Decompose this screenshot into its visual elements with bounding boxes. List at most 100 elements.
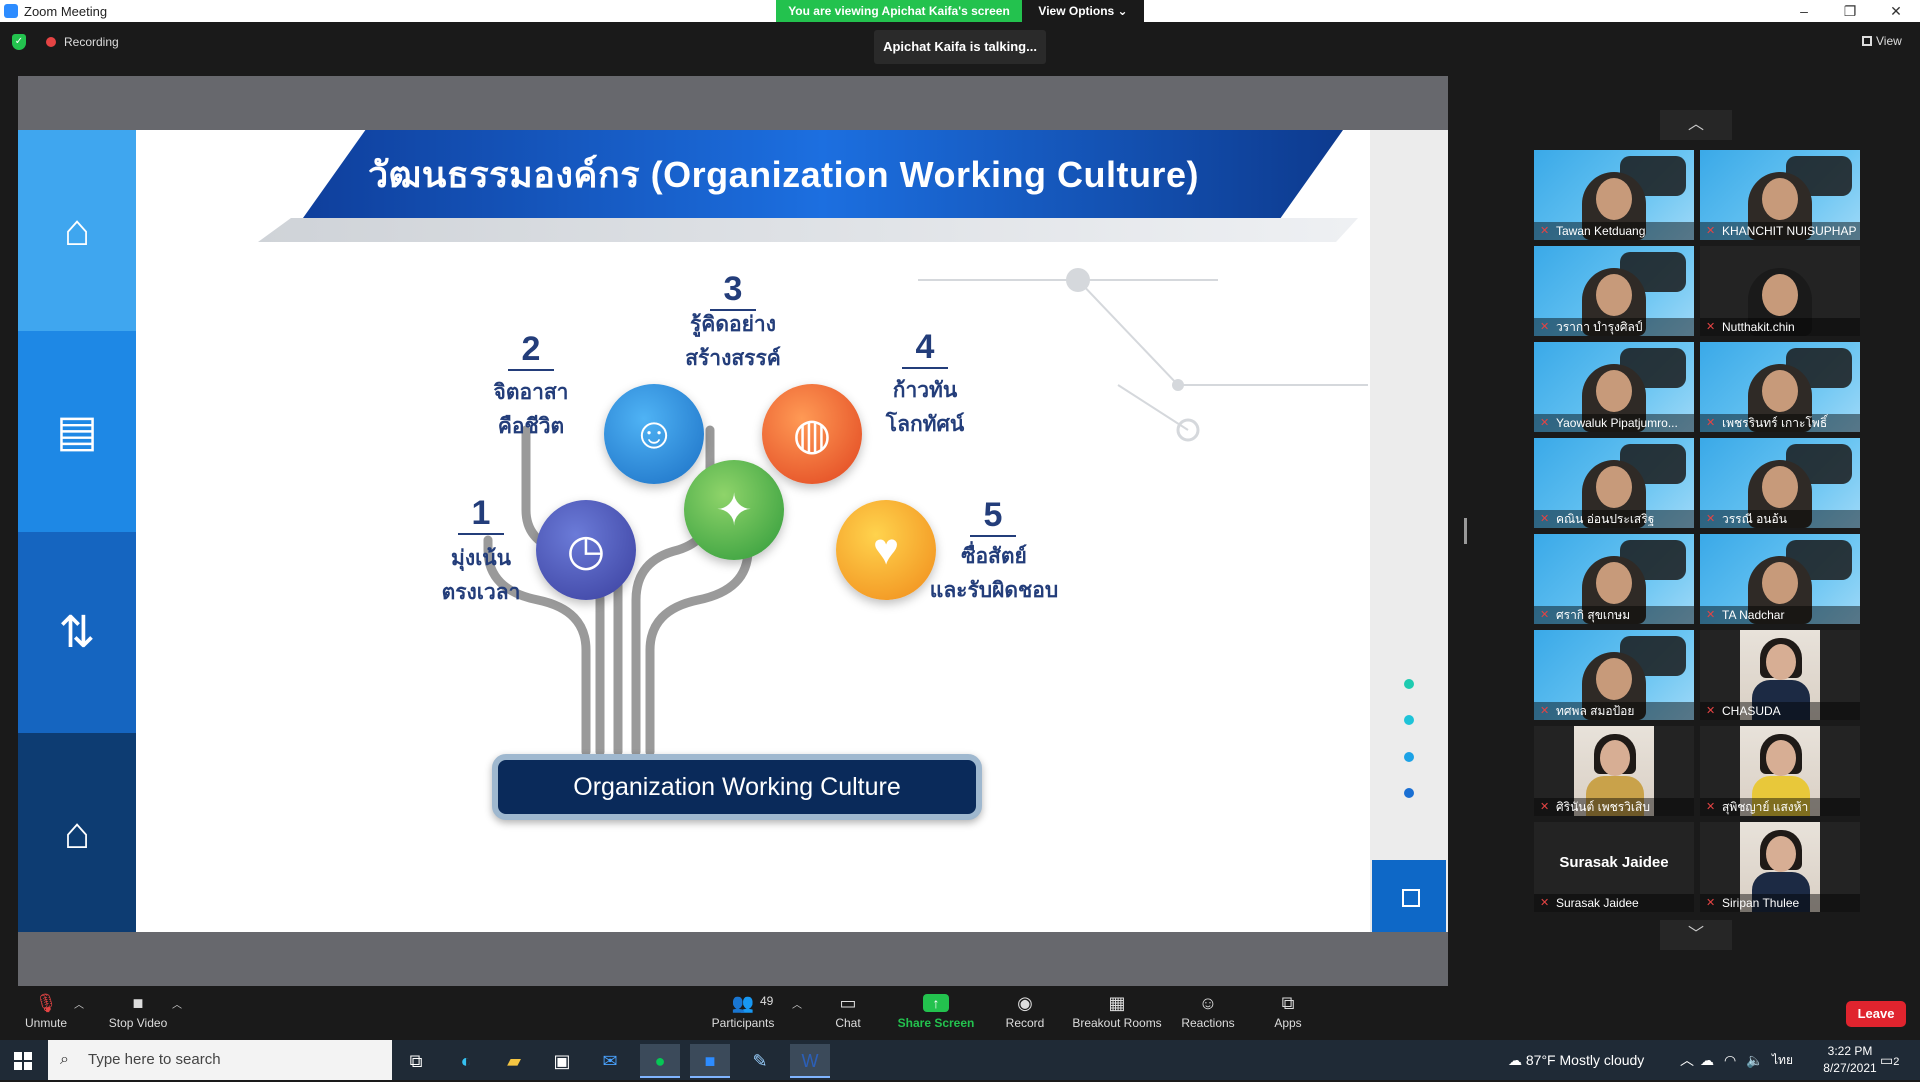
participant-tile[interactable]: Siripan Thulee✕	[1700, 822, 1860, 912]
panel-resize-handle[interactable]	[1464, 518, 1467, 544]
participants-button[interactable]: 👥Participants	[706, 986, 780, 1040]
notepad-icon[interactable]: ✎	[752, 1051, 768, 1071]
item-1-number: 1	[458, 494, 504, 535]
mic-muted-icon: ✕	[1540, 225, 1550, 237]
item-3-line2: สร้างสรรค์	[685, 347, 781, 370]
house-icon: ⌂	[63, 808, 91, 858]
share-screen-label: Share Screen	[897, 1016, 975, 1030]
participant-face	[1596, 562, 1632, 604]
notification-center-icon[interactable]: ▭2	[1880, 1052, 1900, 1068]
participants-icon: 👥	[731, 993, 755, 1013]
taskbar-search-box[interactable]: ⌕Type here to search	[48, 1040, 392, 1080]
onedrive-icon[interactable]: ☁	[1700, 1052, 1714, 1068]
record-button[interactable]: ◉Record	[998, 986, 1052, 1040]
mail-icon[interactable]: ✉	[602, 1051, 618, 1071]
audio-options-caret-icon[interactable]: ︿	[74, 1000, 84, 1011]
participants-caret-icon[interactable]: ︿	[792, 1000, 802, 1011]
minimize-button[interactable]: –	[1800, 3, 1808, 19]
chat-button[interactable]: ▭Chat	[826, 986, 870, 1040]
participant-tile[interactable]: ศรากิ สุขเกษม✕	[1534, 534, 1694, 624]
mic-muted-icon: ✕	[1540, 705, 1550, 717]
zoom-taskbar-icon[interactable]: ■	[690, 1044, 730, 1078]
tile-background	[1534, 822, 1694, 912]
participant-name: เพชรรินทร์ เกาะโพธิ์	[1722, 416, 1828, 430]
growth-icon: ⇅	[58, 608, 96, 657]
stop-video-label: Stop Video	[108, 1016, 168, 1030]
participant-name: Yaowaluk Pipatjumro...	[1556, 416, 1678, 430]
item-3-caption: รู้คิดอย่างสร้างสรรค์	[672, 308, 794, 376]
participant-tile[interactable]: TA Nadchar✕	[1700, 534, 1860, 624]
tray-overflow-icon[interactable]: ︿	[1680, 1052, 1694, 1068]
share-screen-button[interactable]: ↑ Share Screen	[896, 986, 976, 1040]
share-screen-icon: ↑	[923, 994, 949, 1012]
participant-tile[interactable]: Tawan Ketduang✕	[1534, 150, 1694, 240]
line-app-icon[interactable]: ●	[640, 1044, 680, 1078]
store-icon[interactable]: ▣	[553, 1051, 571, 1071]
grid-view-icon	[1862, 36, 1872, 46]
participant-name: คณิน อ่อนประเสริฐ	[1556, 512, 1655, 526]
stop-video-button[interactable]: ■Stop Video	[100, 986, 176, 1040]
participant-name-label: วรรณี อนอ้น	[1700, 510, 1860, 528]
participant-tile[interactable]: KHANCHIT NUISUPHAP✕	[1700, 150, 1860, 240]
mic-muted-icon: ✕	[1706, 897, 1716, 909]
mic-muted-icon: ✕	[1540, 417, 1550, 429]
volume-icon[interactable]: 🔈	[1746, 1052, 1764, 1068]
participant-tile[interactable]: วรรณี อนอ้น✕	[1700, 438, 1860, 528]
gallery-scroll-down-button[interactable]: ﹀	[1660, 920, 1732, 950]
participant-face	[1762, 562, 1798, 604]
mic-muted-icon: ✕	[1706, 609, 1716, 621]
participant-face	[1596, 370, 1632, 412]
photo-body	[1752, 872, 1810, 912]
file-explorer-icon[interactable]: ▰	[507, 1051, 521, 1071]
participant-tile[interactable]: CHASUDA✕	[1700, 630, 1860, 720]
wifi-icon[interactable]: ◠	[1724, 1052, 1737, 1068]
participant-tile[interactable]: Nutthakit.chin✕	[1700, 246, 1860, 336]
participant-photo	[1740, 822, 1820, 912]
apps-label: Apps	[1274, 1016, 1302, 1030]
word-icon[interactable]: W	[790, 1044, 830, 1078]
participant-tile[interactable]: สุพิชญาย์ แสงห้า✕	[1700, 726, 1860, 816]
windows-start-icon[interactable]	[14, 1052, 32, 1070]
mic-muted-icon: ✕	[1706, 321, 1716, 333]
home-icon: ⌂	[63, 205, 91, 255]
participant-photo	[1574, 726, 1654, 816]
participant-tile[interactable]: Yaowaluk Pipatjumro... ✕	[1534, 342, 1694, 432]
gallery-scroll-up-button[interactable]: ︿	[1660, 110, 1732, 140]
task-view-icon[interactable]: ⧉	[409, 1051, 423, 1071]
slide-footer-plate: Organization Working Culture	[492, 754, 982, 820]
reactions-button[interactable]: ☺Reactions	[1178, 986, 1238, 1040]
breakout-rooms-button[interactable]: ▦Breakout Rooms	[1068, 986, 1166, 1040]
clock-date: 8/27/2021	[1823, 1061, 1877, 1075]
video-options-caret-icon[interactable]: ︿	[172, 1000, 182, 1011]
weather-text: 87°F Mostly cloudy	[1525, 1052, 1645, 1068]
leave-button[interactable]: Leave	[1846, 1001, 1906, 1027]
participant-tile[interactable]: เพชรรินทร์ เกาะโพธิ์✕	[1700, 342, 1860, 432]
item-5-caption: ซื่อสัตย์และรับผิดชอบ	[924, 540, 1064, 608]
restore-button[interactable]: ❐	[1843, 3, 1857, 19]
participant-tile[interactable]: ศิรินันต์ เพชรวิเสิบ✕	[1534, 726, 1694, 816]
participant-tile[interactable]: ทศพล สมอป้อย✕	[1534, 630, 1694, 720]
participant-tile[interactable]: วรากา บำรุงศิลป์✕	[1534, 246, 1694, 336]
view-options-button[interactable]: View Options ⌄	[1022, 0, 1144, 22]
edge-browser-icon[interactable]: ◐	[460, 1051, 472, 1071]
participant-name: KHANCHIT NUISUPHAP	[1722, 224, 1857, 238]
security-shield-icon[interactable]: ✓	[12, 34, 26, 50]
chevron-up-icon: ︿	[1687, 116, 1704, 133]
close-button[interactable]: ✕	[1890, 3, 1902, 19]
participant-name-label: ศรากิ สุขเกษม	[1534, 606, 1694, 624]
apps-button[interactable]: ⧉Apps	[1264, 986, 1312, 1040]
weather-widget[interactable]: ☁ 87°F Mostly cloudy	[1508, 1040, 1644, 1080]
shared-slide: ⌂ ▤ ⇅ ⌂ วัฒนธรรมองค์กร (Organization Wor…	[18, 130, 1448, 932]
slide-square-button	[1372, 860, 1446, 932]
unmute-button[interactable]: 🎙Unmute	[14, 986, 78, 1040]
item-2-number: 2	[508, 330, 554, 371]
participant-face	[1596, 466, 1632, 508]
language-indicator[interactable]: ไทย	[1772, 1053, 1793, 1067]
slide-sidebar: ⌂ ▤ ⇅ ⌂	[18, 130, 136, 932]
slide-sidebar-block-4: ⌂	[18, 733, 136, 932]
participant-name-label: คณิน อ่อนประเสริฐ	[1534, 510, 1694, 528]
participant-tile[interactable]: คณิน อ่อนประเสริฐ✕	[1534, 438, 1694, 528]
view-button[interactable]: View	[1862, 34, 1902, 48]
